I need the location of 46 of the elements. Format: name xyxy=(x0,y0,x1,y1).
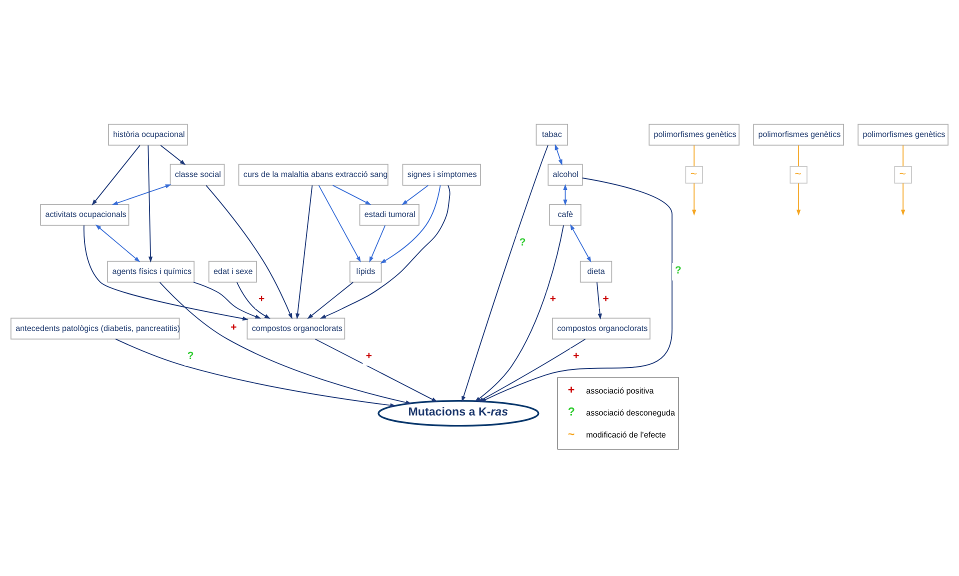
arrow xyxy=(554,144,562,166)
arrow xyxy=(318,184,361,262)
arrow xyxy=(115,338,396,408)
arrow xyxy=(193,282,262,319)
arrow xyxy=(160,144,186,166)
arrow xyxy=(83,224,249,321)
edge-label: ? xyxy=(187,351,194,362)
arrow xyxy=(369,224,386,263)
arrow xyxy=(159,282,412,404)
arrow xyxy=(296,184,313,320)
arrow xyxy=(480,178,673,402)
edge-label: + xyxy=(258,294,265,306)
arrow xyxy=(95,224,140,262)
arrow xyxy=(796,182,801,216)
arrow xyxy=(236,282,270,319)
arrow xyxy=(570,224,592,263)
arrow xyxy=(307,282,354,320)
edge-label: ? xyxy=(519,237,526,248)
arrow xyxy=(402,184,429,206)
connector xyxy=(798,144,800,167)
arrow xyxy=(112,184,172,205)
arrow xyxy=(380,184,441,264)
arrow xyxy=(596,282,602,320)
edge-label: + xyxy=(573,351,580,362)
edge-label: ? xyxy=(674,266,682,277)
arrow xyxy=(692,182,696,216)
arrow xyxy=(148,144,153,263)
connector xyxy=(694,144,695,167)
arrow xyxy=(206,185,292,320)
edge-label: + xyxy=(550,294,556,306)
arrow xyxy=(92,144,140,206)
edge-label: + xyxy=(602,294,609,306)
arrow xyxy=(900,182,906,216)
arrow xyxy=(320,184,450,319)
connector xyxy=(902,144,904,167)
arrow xyxy=(314,338,438,402)
label: ? xyxy=(568,406,575,419)
label: + xyxy=(568,384,575,397)
arrow xyxy=(563,184,568,206)
node-box: ~ xyxy=(685,166,703,184)
arrow xyxy=(332,184,372,206)
label: ~ xyxy=(568,428,575,441)
node-box: ~ xyxy=(894,166,912,184)
edge-label: + xyxy=(230,322,237,334)
node-box: ~ xyxy=(790,166,808,184)
edge-label: + xyxy=(366,351,372,362)
